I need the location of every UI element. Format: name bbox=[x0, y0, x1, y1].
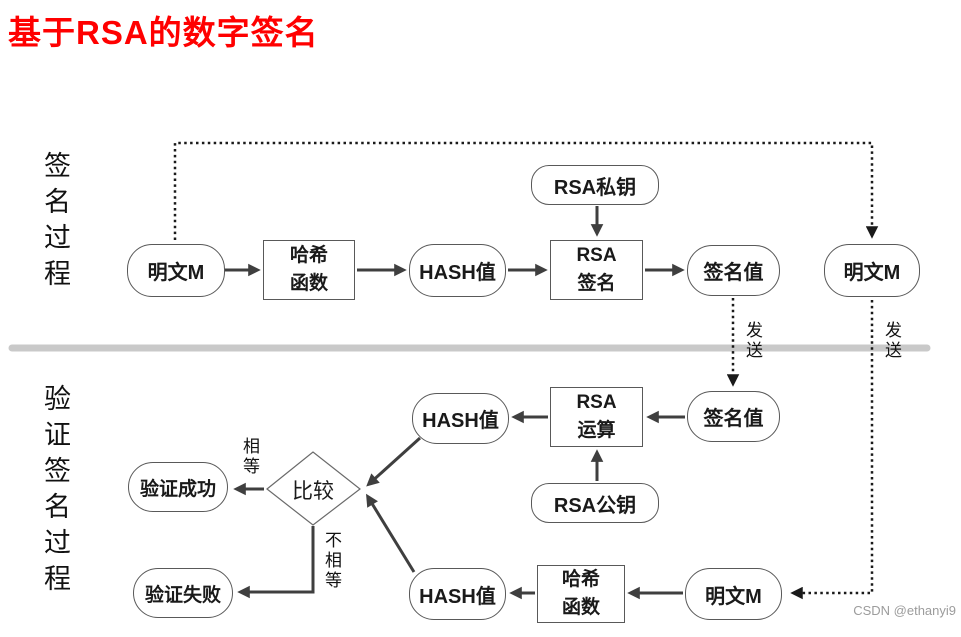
node-verify-success: 验证成功 bbox=[128, 462, 228, 512]
edge-compare-to-fail bbox=[237, 526, 315, 599]
node-line: RSA bbox=[576, 245, 617, 267]
node-plaintext-top-left: 明文M bbox=[127, 244, 225, 297]
section-label-verification: 验证签名过程 bbox=[40, 384, 70, 600]
compare-diamond-shape bbox=[266, 451, 361, 526]
node-rsa-sign: RSA 签名 bbox=[550, 240, 643, 300]
node-signature-value-top: 签名值 bbox=[687, 245, 780, 296]
node-signature-value-bottom: 签名值 bbox=[687, 391, 780, 442]
edge-label-send-plaintext: 发送 bbox=[882, 321, 901, 361]
edge-plaintext-copy-dashed bbox=[173, 141, 879, 240]
node-hash-value-top: HASH值 bbox=[409, 244, 506, 297]
edge-send-plaintext-dashed bbox=[790, 300, 874, 600]
node-line: 哈希 bbox=[289, 245, 328, 267]
node-hash-value-bottom: HASH值 bbox=[409, 568, 506, 620]
node-rsa-public-key: RSA公钥 bbox=[531, 483, 659, 523]
page-title: 基于RSA的数字签名 bbox=[8, 14, 319, 51]
compare-diamond-label: 比较 bbox=[292, 479, 334, 503]
edge-label-send-signature: 发送 bbox=[743, 321, 762, 361]
node-line: 运算 bbox=[577, 420, 616, 441]
node-line: RSA bbox=[576, 392, 617, 414]
watermark: CSDN @ethanyi9 bbox=[853, 603, 956, 618]
node-rsa-private-key: RSA私钥 bbox=[531, 165, 659, 205]
edge-label-not-equal: 不相等 bbox=[322, 531, 341, 591]
node-plaintext-top-right: 明文M bbox=[824, 244, 920, 297]
node-line: 哈希 bbox=[561, 569, 600, 591]
node-verify-fail: 验证失败 bbox=[133, 568, 233, 618]
edge-hashvalue-mid-to-compare bbox=[366, 436, 422, 487]
node-line: 函数 bbox=[289, 273, 328, 294]
node-line: 函数 bbox=[561, 597, 600, 618]
node-hash-function-top: 哈希 函数 bbox=[263, 240, 355, 300]
edge-label-equal: 相等 bbox=[240, 437, 259, 477]
node-hash-value-mid: HASH值 bbox=[412, 393, 509, 444]
node-rsa-operation: RSA 运算 bbox=[550, 387, 643, 447]
section-label-signing: 签名过程 bbox=[40, 151, 70, 295]
node-hash-function-bottom: 哈希 函数 bbox=[537, 565, 625, 623]
node-line: 签名 bbox=[577, 273, 616, 294]
node-plaintext-bottom: 明文M bbox=[685, 568, 782, 620]
edge-hashvalue-bottom-to-compare bbox=[366, 493, 416, 573]
